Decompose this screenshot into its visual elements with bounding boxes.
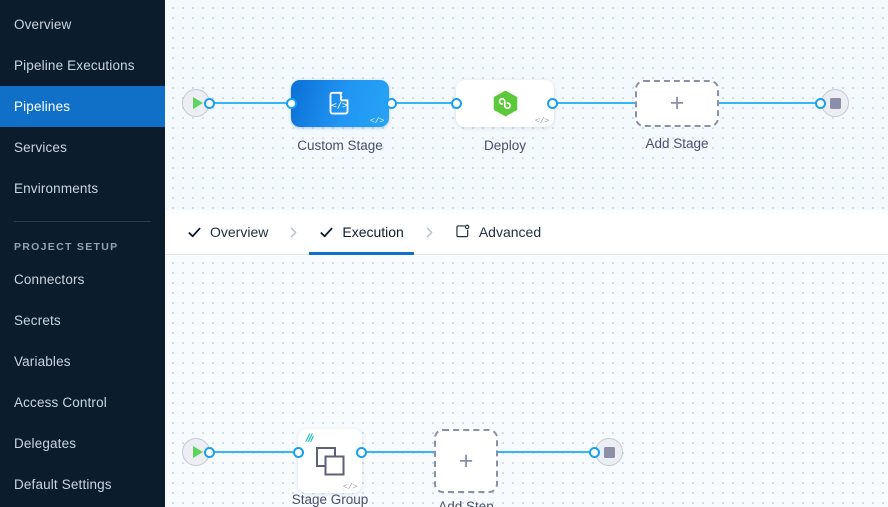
sidebar-item-label: Services	[14, 140, 67, 155]
custom-stage-label: Custom Stage	[297, 138, 383, 153]
sidebar-item-label: Pipeline Executions	[14, 58, 135, 73]
stacked-squares-icon	[316, 447, 345, 476]
stage-group-template-label: Stage Group Template	[291, 492, 369, 507]
main-content: </> </> Custom Stage </>	[165, 0, 888, 507]
tab-label: Advanced	[478, 224, 542, 240]
check-icon	[320, 227, 333, 237]
sidebar-item-label: Connectors	[14, 272, 85, 287]
sidebar-item-delegates[interactable]: Delegates	[0, 423, 165, 464]
edge-deploy-to-add-stage	[552, 102, 650, 105]
deploy-label: Deploy	[483, 138, 527, 153]
edge-custom-stage-to-deploy	[391, 102, 471, 105]
sidebar-item-access-control[interactable]: Access Control	[0, 382, 165, 423]
tab-label: Overview	[210, 224, 269, 240]
stage-group-template-code-badge: </>	[342, 481, 358, 492]
chevron-right-icon	[278, 226, 309, 239]
edge-start-to-template-step	[205, 451, 293, 454]
play-icon	[192, 446, 203, 458]
sidebar: Overview Pipeline Executions Pipelines S…	[0, 0, 165, 507]
template-marker-icon	[305, 433, 318, 446]
plus-icon: +	[458, 446, 474, 475]
sidebar-item-overview[interactable]: Overview	[0, 4, 165, 45]
sidebar-item-label: Environments	[14, 181, 99, 196]
custom-stage-code-icon: </>	[329, 91, 349, 114]
plus-icon: +	[669, 89, 685, 117]
tab-execution[interactable]: Execution	[309, 210, 415, 255]
execution-start-port[interactable]	[204, 447, 215, 458]
custom-stage-code-badge: </>	[369, 115, 385, 126]
edge-add-stage-to-end	[716, 102, 821, 105]
sidebar-item-label: Default Settings	[14, 477, 112, 492]
sidebar-item-label: Variables	[14, 354, 71, 369]
advanced-panel-icon	[456, 224, 470, 238]
chevron-right-icon	[414, 226, 445, 239]
deploy-port-left[interactable]	[451, 98, 462, 109]
edge-start-to-custom-stage	[205, 102, 333, 105]
stop-icon	[829, 97, 841, 109]
sidebar-item-label: Secrets	[14, 313, 61, 328]
deploy-code-badge: </>	[534, 115, 550, 126]
deploy-stage-card[interactable]: </>	[456, 80, 554, 127]
start-node-port[interactable]	[204, 98, 215, 109]
execution-step-canvas[interactable]: </> Stage Group Template + Add Step	[165, 255, 888, 507]
sidebar-item-secrets[interactable]: Secrets	[0, 300, 165, 341]
stage-node-custom-stage[interactable]: </> </>	[291, 80, 389, 127]
add-step-label: Add Step	[438, 499, 494, 507]
edge-template-step-to-add-step	[355, 451, 434, 454]
end-node-port[interactable]	[815, 98, 826, 109]
sidebar-divider	[14, 221, 151, 222]
deploy-hexagon-icon	[493, 90, 517, 117]
custom-stage-port-right[interactable]	[386, 98, 397, 109]
svg-text:</>: </>	[331, 100, 348, 111]
edge-add-step-to-end	[498, 451, 594, 454]
template-step-port-right[interactable]	[356, 447, 367, 458]
sidebar-item-connectors[interactable]: Connectors	[0, 259, 165, 300]
add-stage-dashed-box[interactable]: +	[635, 80, 719, 127]
custom-stage-port-left[interactable]	[286, 98, 297, 109]
play-icon	[192, 97, 203, 109]
tab-advanced[interactable]: Advanced	[445, 210, 551, 255]
stage-node-deploy[interactable]: </>	[456, 80, 554, 127]
stage-config-tabbar: Overview Execution	[165, 210, 888, 255]
pipeline-stage-canvas[interactable]: </> </> Custom Stage </>	[165, 0, 888, 210]
sidebar-item-label: Pipelines	[14, 99, 71, 114]
template-step-port-left[interactable]	[293, 447, 304, 458]
stop-icon	[603, 446, 615, 458]
add-step-button[interactable]: +	[434, 429, 498, 493]
sidebar-item-services[interactable]: Services	[0, 127, 165, 168]
sidebar-section-title: PROJECT SETUP	[14, 241, 119, 253]
sidebar-item-variables[interactable]: Variables	[0, 341, 165, 382]
check-icon	[188, 227, 201, 237]
sidebar-item-label: Overview	[14, 17, 72, 32]
stage-group-template-card[interactable]: </>	[298, 429, 362, 493]
sidebar-item-pipelines[interactable]: Pipelines	[0, 86, 165, 127]
sidebar-item-environments[interactable]: Environments	[0, 168, 165, 209]
add-stage-button[interactable]: +	[635, 80, 719, 127]
custom-stage-card[interactable]: </> </>	[291, 80, 389, 127]
tab-overview[interactable]: Overview	[177, 210, 278, 255]
deploy-port-right[interactable]	[547, 98, 558, 109]
tab-label: Execution	[342, 224, 404, 240]
sidebar-item-label: Delegates	[14, 436, 77, 451]
sidebar-item-label: Access Control	[14, 395, 107, 410]
add-stage-label: Add Stage	[645, 136, 709, 151]
step-node-stage-group-template[interactable]: </>	[298, 429, 362, 493]
sidebar-item-default-settings[interactable]: Default Settings	[0, 464, 165, 505]
sidebar-item-pipeline-executions[interactable]: Pipeline Executions	[0, 45, 165, 86]
execution-end-port[interactable]	[589, 447, 600, 458]
add-step-dashed-box[interactable]: +	[434, 429, 498, 493]
